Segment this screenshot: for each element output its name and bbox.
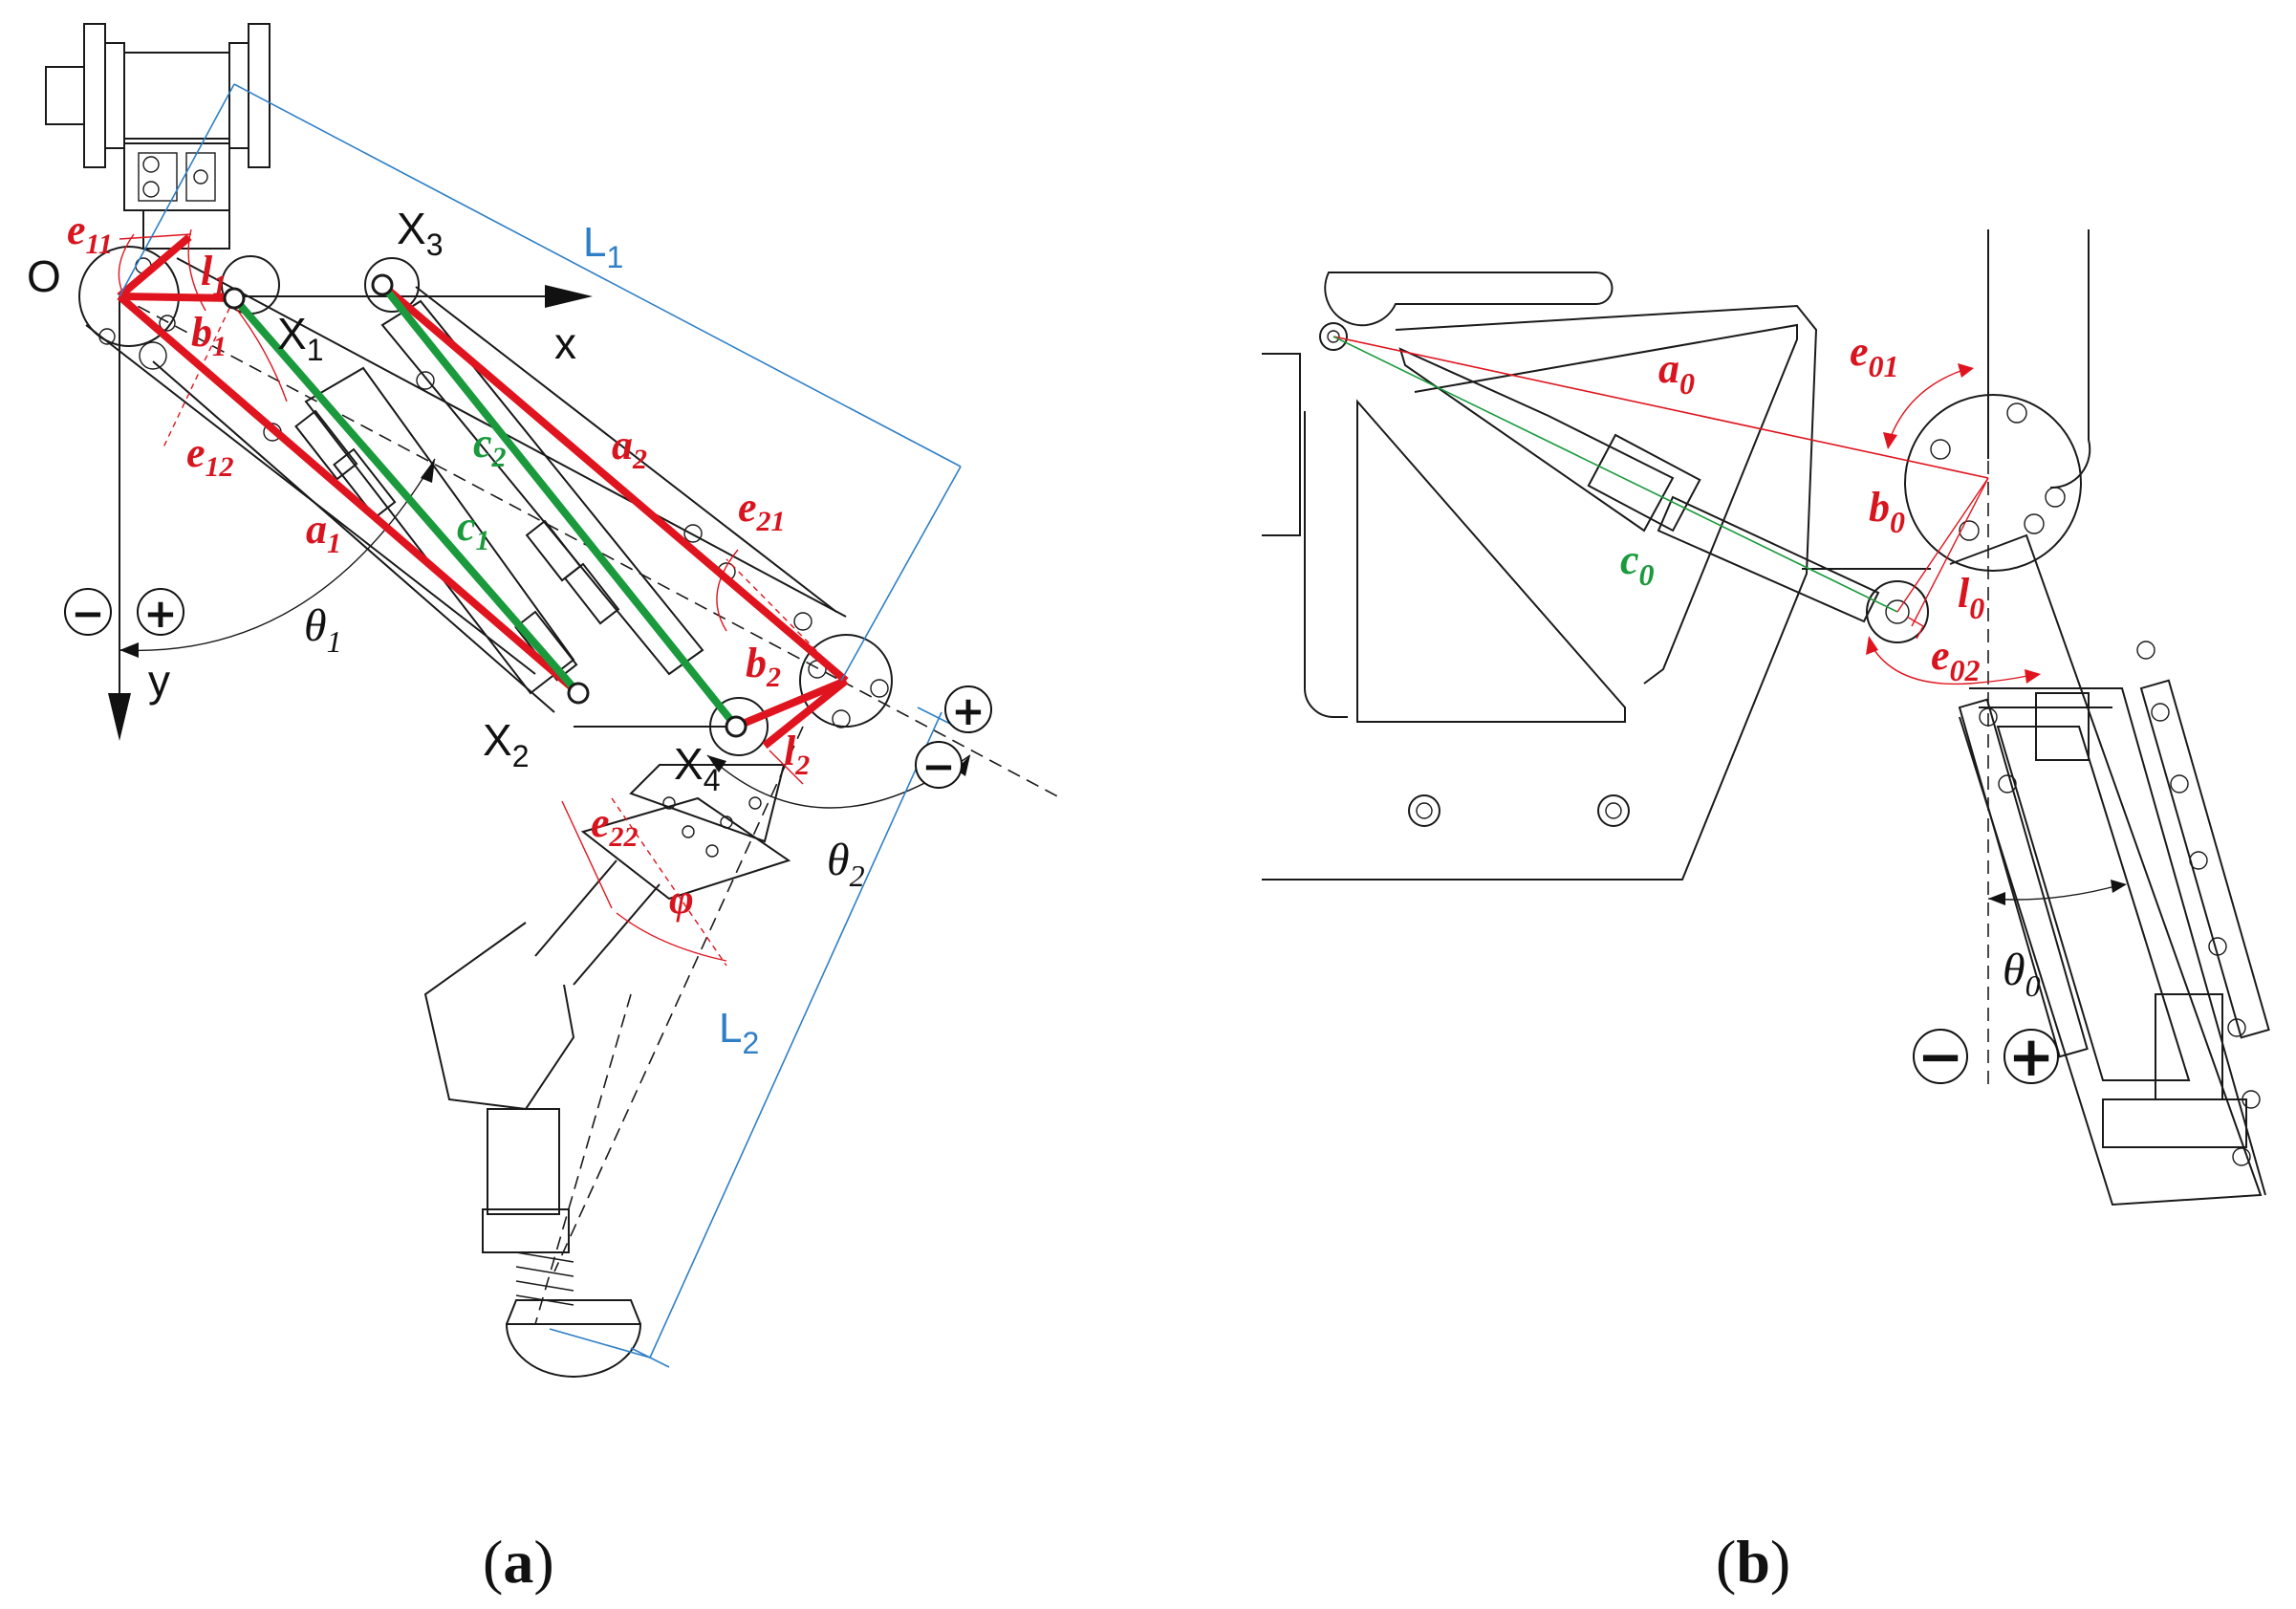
x-axis-label: x (554, 318, 576, 368)
label-a0: a0 (1658, 345, 1695, 401)
label-e21: e21 (738, 484, 786, 537)
label-b1: b1 (191, 309, 227, 362)
panel-b: a0 e01 b0 l0 e02 c0 θ0 − + (b) (1262, 229, 2270, 1596)
panel-a: O x y (27, 23, 1062, 1596)
label-c2: c2 (473, 420, 507, 473)
label-c1: c1 (457, 503, 490, 556)
hip-actuator-body (1398, 347, 1880, 623)
actuator-c0 (1332, 336, 1898, 613)
label-l0: l0 (1958, 570, 1984, 625)
svg-text:−: − (71, 590, 104, 637)
hip-joint-and-leg (1802, 229, 2270, 1207)
label-e12: e12 (186, 429, 234, 483)
label-theta2: θ2 (827, 835, 865, 893)
actuator-c1 (230, 295, 582, 696)
label-theta1: θ1 (304, 600, 342, 659)
axes-panel-a: O x y (27, 251, 593, 741)
label-e01: e01 (1850, 328, 1899, 383)
label-L2: L2 (719, 1005, 759, 1060)
label-theta0: θ0 (2003, 945, 2041, 1003)
label-c0: c0 (1620, 536, 1655, 592)
label-l1: l1 (201, 248, 227, 301)
actuator-c2 (379, 282, 740, 729)
point-x3: X3 (397, 204, 443, 262)
panel-b-label: (b) (1716, 1528, 1790, 1596)
svg-text:+: + (951, 687, 985, 734)
label-e11: e11 (67, 207, 113, 260)
label-a2: a2 (612, 422, 647, 475)
point-x2: X2 (483, 715, 529, 773)
sign-markers-theta2: + − (915, 685, 992, 790)
sign-markers-theta1: − + (64, 588, 184, 637)
frame-plate (1262, 272, 1818, 881)
svg-text:−: − (921, 743, 955, 790)
label-e02: e02 (1931, 632, 1981, 687)
label-phi: φ (669, 876, 694, 923)
links-red-panel-a (117, 228, 849, 967)
label-l2: l2 (784, 728, 810, 781)
label-b0: b0 (1869, 484, 1905, 539)
thigh-body (78, 246, 847, 728)
sign-markers-theta0: − + (1913, 1024, 2059, 1089)
origin-label: O (27, 251, 61, 301)
link-a0 (1332, 336, 1989, 479)
point-x4: X4 (674, 739, 720, 797)
point-x1: X1 (277, 309, 323, 367)
label-b2: b2 (746, 640, 781, 693)
hip-motor-assembly (45, 23, 271, 250)
svg-text:+: + (143, 590, 177, 637)
svg-text:+: + (2008, 1024, 2055, 1089)
y-axis-label: y (148, 656, 170, 706)
label-a1: a1 (306, 506, 341, 559)
svg-text:−: − (1917, 1024, 1964, 1089)
panel-a-label: (a) (483, 1528, 554, 1596)
knee-and-shank (423, 634, 893, 1378)
label-e22: e22 (591, 799, 639, 853)
label-L1: L1 (583, 219, 623, 274)
